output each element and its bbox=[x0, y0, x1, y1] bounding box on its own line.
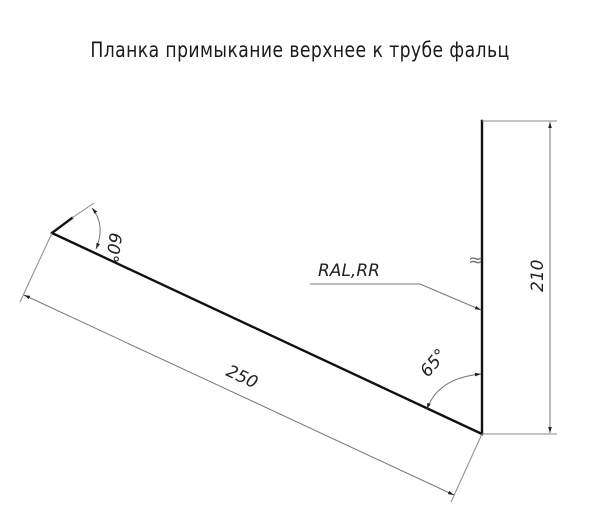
dimension-250-label: 250 bbox=[223, 361, 261, 393]
profile-outline bbox=[50, 119, 484, 436]
drawing-title: Планка примыкание верхнее к трубе фальц bbox=[90, 38, 510, 62]
material-callout-label: RAL,RR bbox=[318, 261, 380, 281]
angle-65-label: 65° bbox=[417, 345, 452, 381]
dimension-250 bbox=[19, 232, 483, 503]
material-callout bbox=[310, 283, 482, 311]
angle-65-arc bbox=[426, 372, 482, 410]
break-symbol: ≈ bbox=[468, 250, 483, 271]
dimension-210-label: 210 bbox=[528, 260, 548, 292]
flange-extension-line bbox=[71, 202, 95, 219]
dimension-210 bbox=[482, 120, 557, 435]
angle-60-label: 60° bbox=[101, 231, 125, 264]
angle-60-arc bbox=[91, 207, 101, 250]
